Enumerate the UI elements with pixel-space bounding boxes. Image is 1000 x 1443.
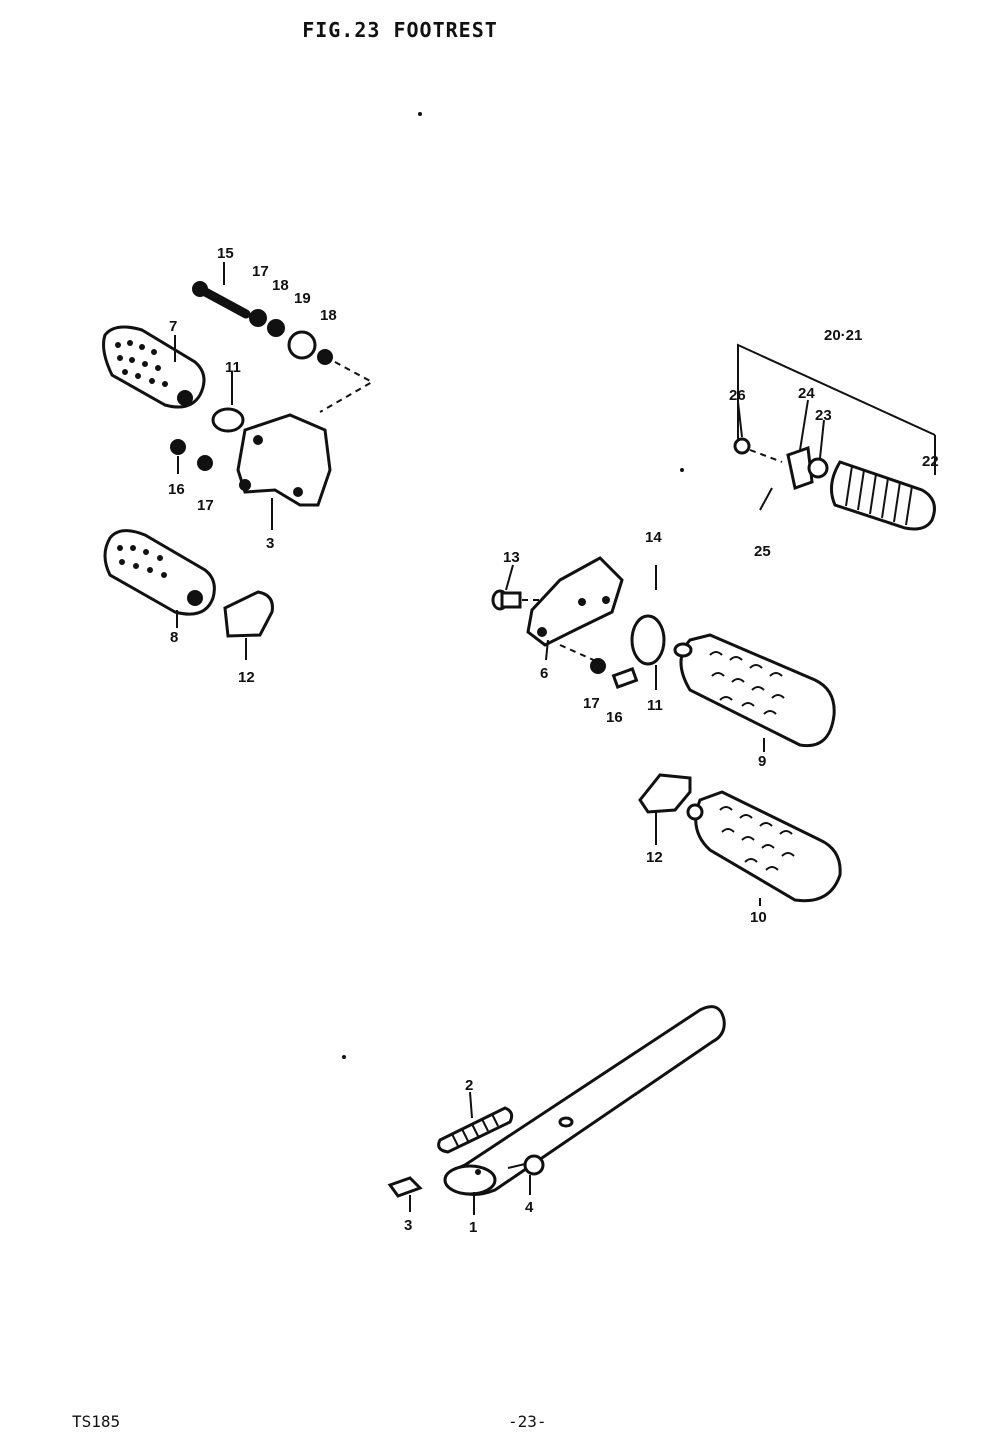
nut-19 [287,330,317,360]
washer-18b [317,349,333,365]
callout-1: 1 [469,1219,477,1236]
bolt-13 [491,589,560,611]
callout-labels: 15 17 18 19 18 7 11 16 17 3 8 12 20·21 2… [168,245,939,1236]
callout-17: 17 [583,695,600,712]
leader-lines [174,262,825,1215]
assembly-guide-line [319,361,375,413]
side-stand-1 [443,1005,726,1196]
bracket-6 [526,556,624,647]
bracket-3 [236,413,332,507]
callout-12: 12 [646,849,663,866]
footpeg-9 [673,633,836,748]
washer-17b [197,455,213,471]
callout-17: 17 [252,263,269,280]
callout-24: 24 [798,385,815,402]
callout-23: 23 [815,407,832,424]
callout-18: 18 [272,277,289,294]
bracket-line-20-21 [737,343,936,436]
callout-26: 26 [729,387,746,404]
callout-25: 25 [754,543,771,560]
callout-14: 14 [645,529,662,546]
bracket-24 [786,445,814,490]
clevis-pin-26 [733,437,783,463]
page-number: -23- [508,1412,547,1431]
callout-6: 6 [540,665,548,682]
right-footrest-assembly [733,343,936,531]
callout-18: 18 [320,307,337,324]
pin-3 [387,1176,423,1198]
washer-23 [807,457,829,479]
callout-16: 16 [606,709,623,726]
cotter-pin-25 [759,487,773,511]
spring-2 [437,1106,514,1154]
callout-19: 19 [294,290,311,307]
model-label: TS185 [72,1412,121,1431]
washer-18 [267,319,285,337]
footpeg-10 [686,790,842,903]
footpeg-8 [103,529,216,616]
bolt-16 [170,439,186,455]
callout-4: 4 [525,1199,534,1216]
callout-16: 16 [168,481,185,498]
footpeg-7 [102,325,206,409]
washer-17 [249,309,267,327]
callout-7: 7 [169,318,177,335]
figure-title: FIG.23 FOOTREST [302,18,498,42]
callout-11: 11 [225,359,241,376]
bolt-16b [611,667,639,689]
left-footrest-assembly [102,281,375,638]
bolt-15 [192,281,251,319]
washer-17c [590,658,606,674]
side-stand-assembly [387,1005,726,1198]
callout-2: 2 [465,1077,473,1094]
callout-13: 13 [503,549,520,566]
callout-10: 10 [750,909,767,926]
callout-22: 22 [922,453,939,470]
footpeg-22 [829,460,936,531]
rubber-pad-12 [223,590,274,638]
callout-17: 17 [197,497,214,514]
rubber-pad-12b [638,773,692,814]
callout-9: 9 [758,753,766,770]
callout-20-21: 20·21 [824,327,862,344]
washer-11b [630,614,666,666]
callout-8: 8 [170,629,178,646]
callout-15: 15 [217,245,234,262]
callout-3: 3 [266,535,274,552]
nut-4 [523,1154,545,1176]
callout-12: 12 [238,669,255,686]
callout-3: 3 [404,1217,412,1234]
washer-11 [211,407,245,433]
middle-footrest-assembly [491,556,842,903]
callout-11: 11 [647,697,663,714]
